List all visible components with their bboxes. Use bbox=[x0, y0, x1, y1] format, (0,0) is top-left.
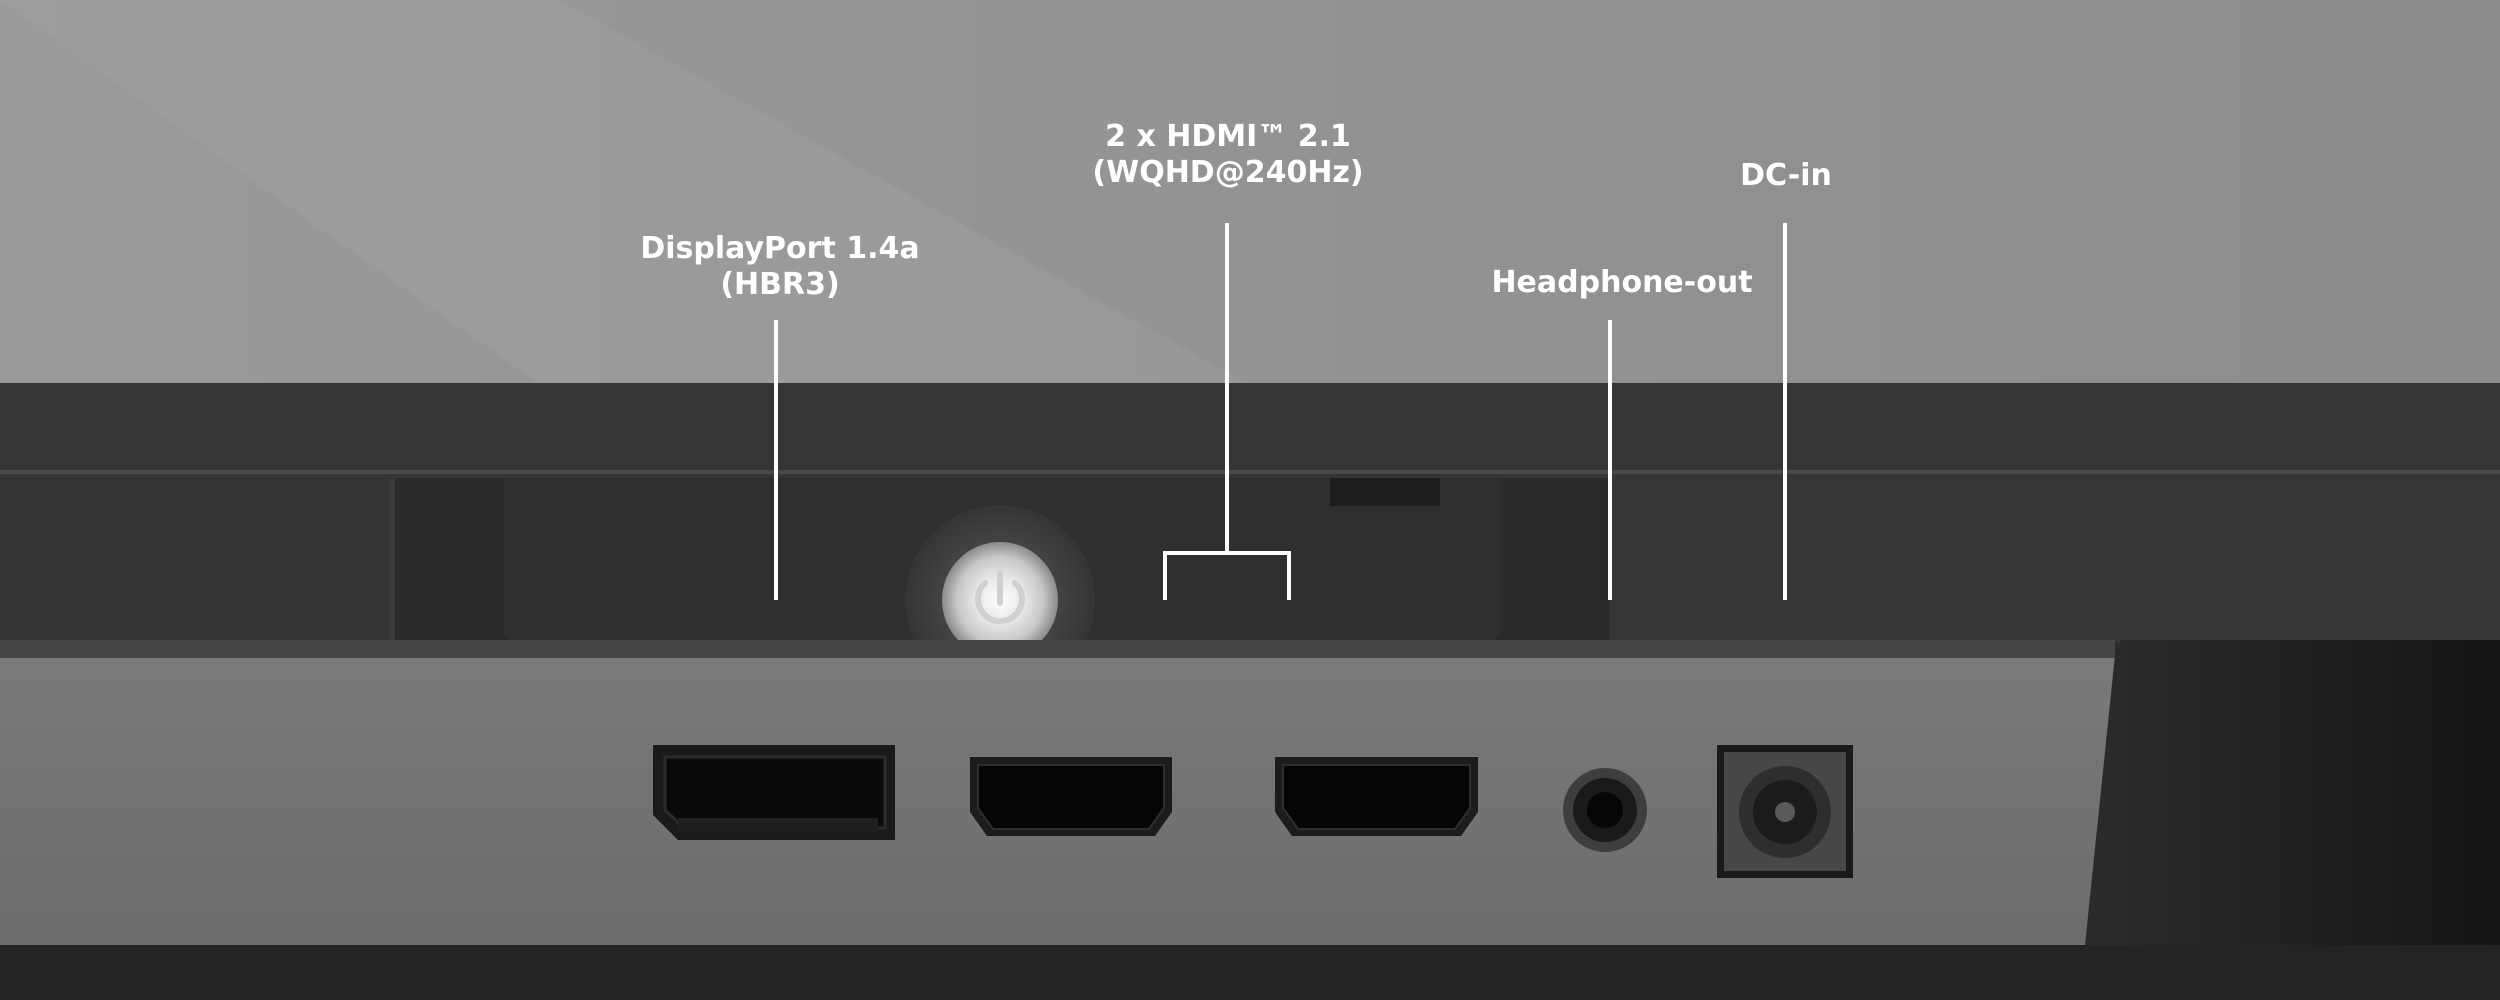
headphone-jack bbox=[1563, 768, 1647, 852]
right-stand bbox=[2120, 640, 2500, 1000]
monitor-top-bezel bbox=[0, 383, 2500, 478]
bezel-highlight bbox=[0, 470, 2500, 474]
callout-lines bbox=[774, 223, 1787, 600]
power-icon[interactable] bbox=[975, 571, 1025, 625]
body-shadow-left bbox=[0, 478, 390, 643]
background-wall bbox=[0, 0, 2500, 385]
hdmi-port bbox=[970, 757, 1172, 836]
hub-top-notch bbox=[1330, 478, 1440, 506]
hdmi-bracket bbox=[1163, 551, 1291, 600]
bottom-floor bbox=[0, 945, 2500, 1000]
panel-top-edge bbox=[0, 640, 2115, 658]
background-light-facet bbox=[0, 0, 1250, 385]
body-shadow-right bbox=[1500, 478, 2500, 643]
hub-left-edge bbox=[395, 478, 505, 643]
hdmi-port bbox=[1275, 757, 1478, 836]
hub-right-edge bbox=[1500, 478, 1610, 643]
dc-in-jack bbox=[1717, 745, 1853, 878]
displayport-port bbox=[653, 745, 895, 840]
